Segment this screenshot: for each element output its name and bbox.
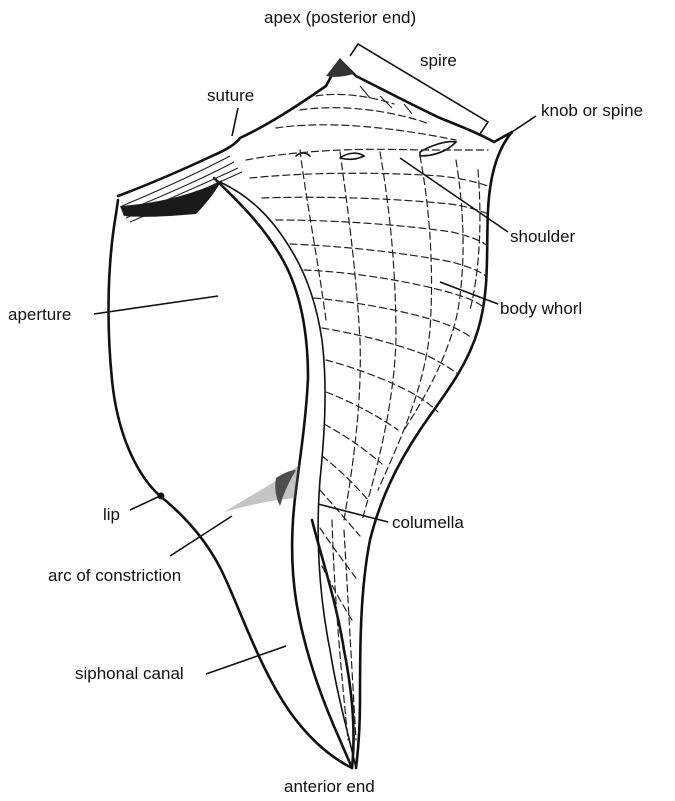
label-shoulder: shoulder	[510, 227, 576, 246]
columella-leader	[317, 503, 389, 523]
columella-stipple	[224, 464, 300, 512]
small-knobs	[295, 152, 366, 161]
label-lip: lip	[103, 505, 120, 524]
shoulder-leader	[399, 157, 509, 233]
label-siphonal-canal: siphonal canal	[75, 664, 184, 683]
label-apex: apex (posterior end)	[264, 8, 416, 27]
knob-leader	[511, 115, 537, 133]
spire-sculpture	[275, 85, 457, 141]
knob	[419, 140, 458, 157]
suture-ribs	[121, 155, 243, 223]
label-columella: columella	[392, 513, 464, 532]
siphonal-canal-leader	[205, 645, 287, 675]
spire-apex	[326, 58, 354, 77]
shell-outer-outline	[107, 198, 355, 770]
label-aperture: aperture	[8, 305, 71, 324]
label-body-whorl: body whorl	[500, 299, 582, 318]
body-whorl-outline	[354, 130, 514, 770]
lip-leader	[129, 495, 161, 511]
columella-shading	[275, 470, 296, 506]
lip-marker	[157, 492, 165, 500]
labels: apex (posterior end) spire suture knob o…	[8, 8, 643, 796]
label-anterior-end: anterior end	[284, 777, 375, 796]
label-suture: suture	[207, 86, 254, 105]
shoulder-top-edge	[116, 58, 496, 198]
leader-lines	[93, 42, 537, 675]
body-whorl-sculpture	[245, 148, 489, 741]
label-spire: spire	[420, 51, 457, 70]
arc-leader	[169, 515, 233, 557]
aperture-shadow-top	[120, 180, 222, 217]
columella-edge	[219, 181, 357, 769]
body-whorl-leader	[439, 281, 499, 305]
shell-illustration	[107, 58, 514, 770]
aperture-leader	[93, 295, 219, 315]
suture-leader	[231, 107, 239, 137]
label-arc-of-constriction: arc of constriction	[48, 566, 181, 585]
aperture-inner-wall	[212, 176, 354, 770]
label-knob: knob or spine	[541, 101, 643, 120]
spire-bracket	[349, 42, 490, 135]
